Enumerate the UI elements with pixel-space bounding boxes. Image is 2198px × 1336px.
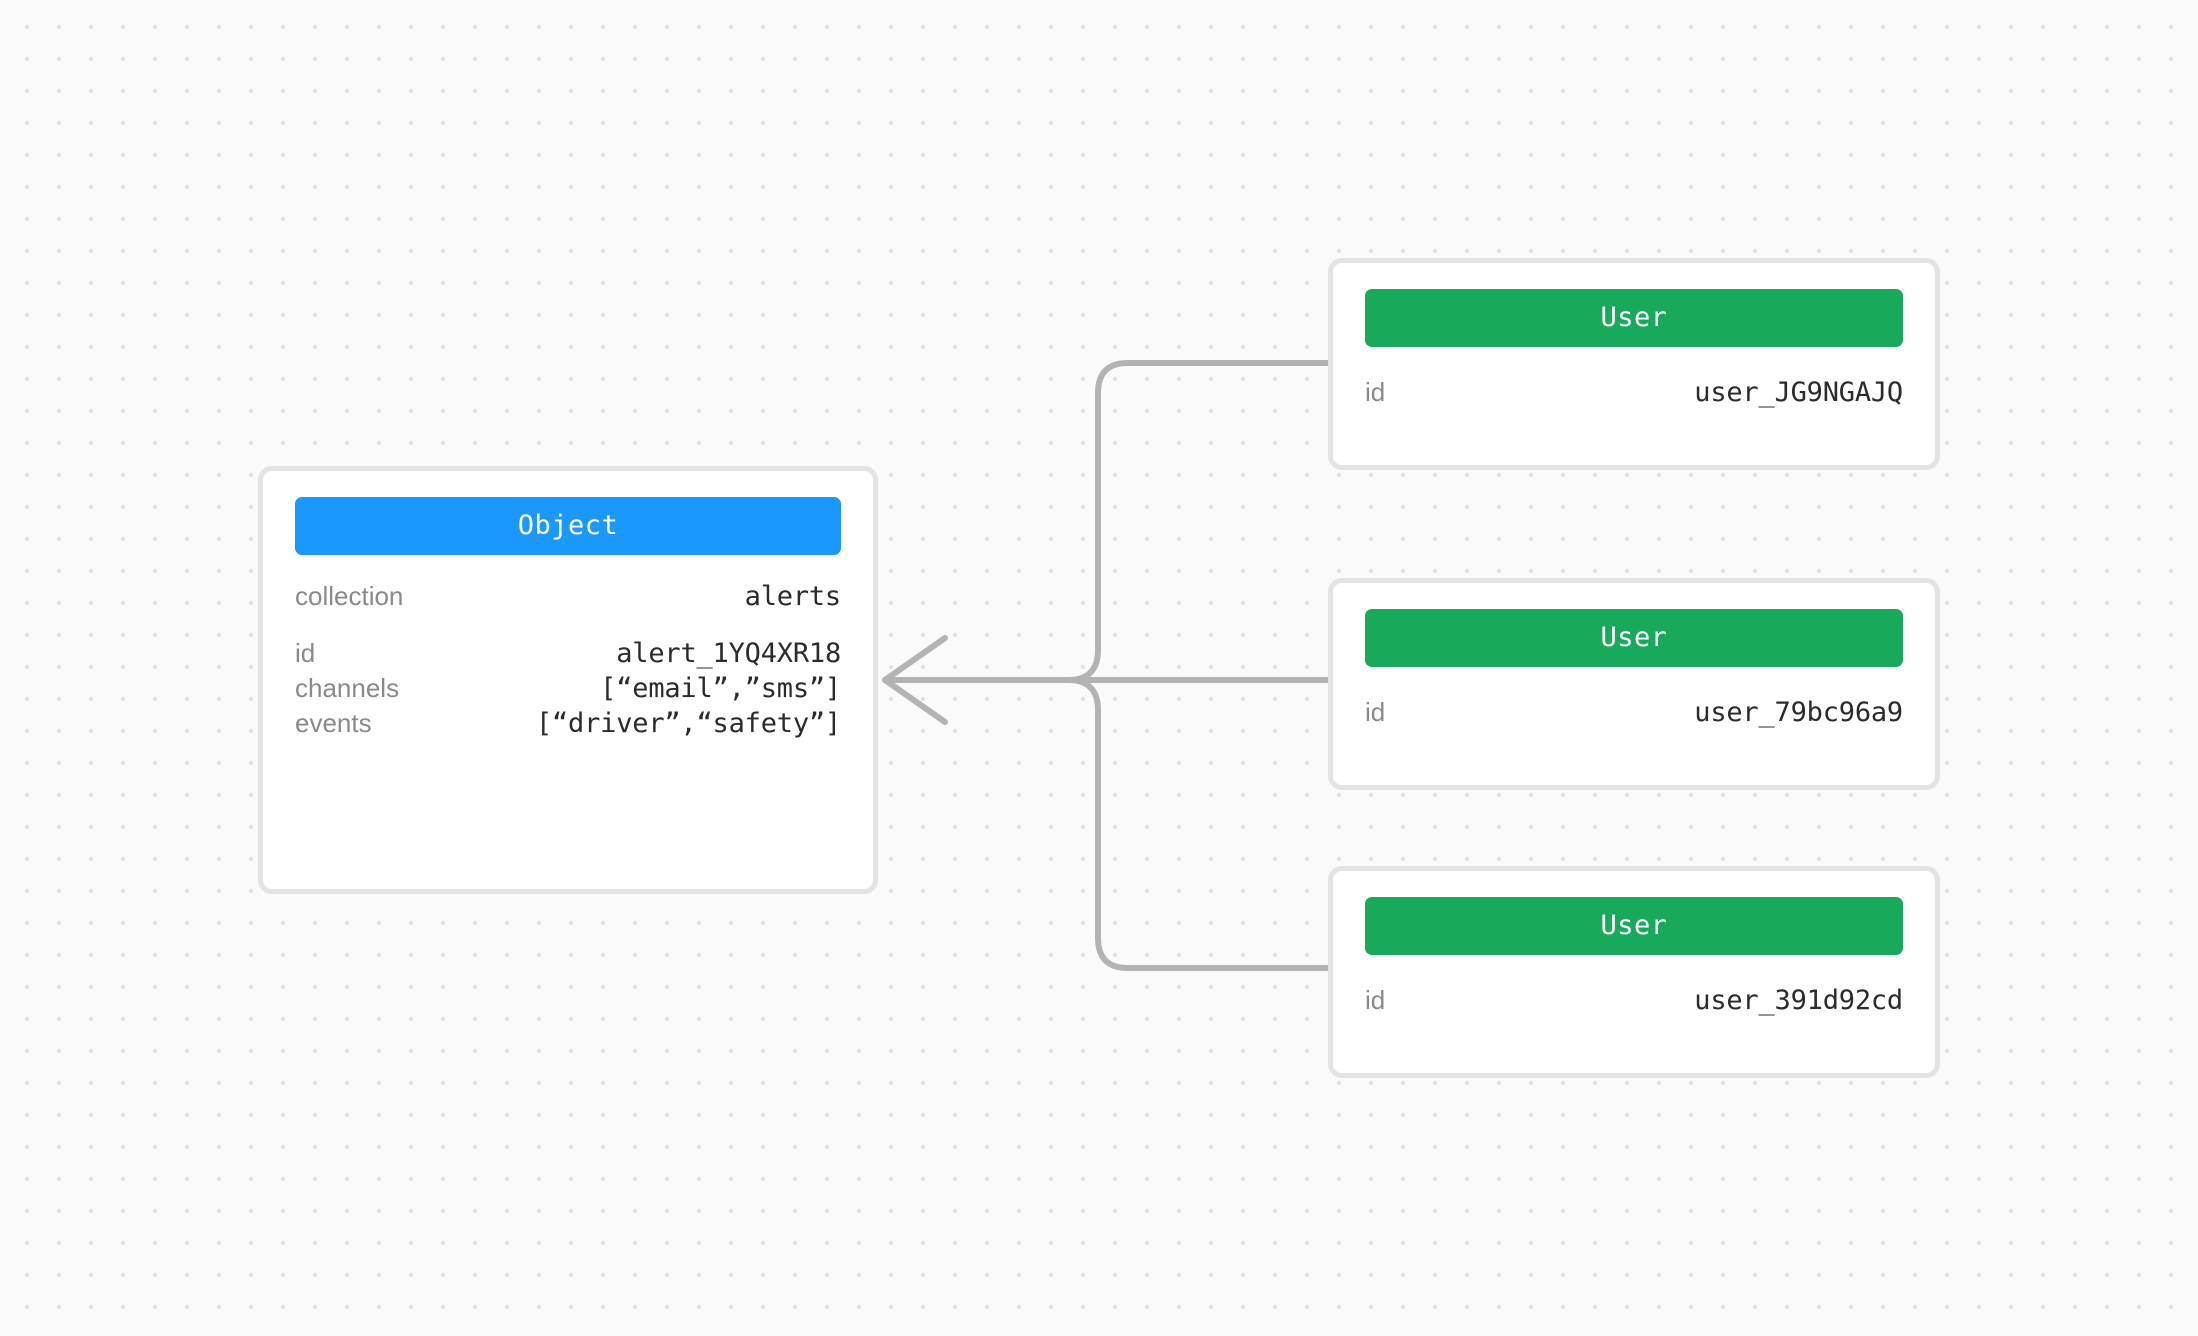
node-object[interactable]: Object collection alerts id alert_1YQ4XR… <box>258 466 878 894</box>
object-detail-fields: id alert_1YQ4XR18 channels [“email”,”sms… <box>295 638 841 739</box>
node-user-0-header: User <box>1365 289 1903 347</box>
field-value-channels: [“email”,”sms”] <box>600 673 841 704</box>
field-key-channels: channels <box>295 673 400 703</box>
field-row-id: id alert_1YQ4XR18 <box>295 638 841 669</box>
field-key-collection: collection <box>295 581 404 611</box>
field-key-id: id <box>295 638 316 668</box>
field-key-user-2-id: id <box>1365 985 1386 1015</box>
field-row-user-2-id: id user_391d92cd <box>1365 985 1903 1016</box>
user-0-fields: id user_JG9NGAJQ <box>1365 377 1903 408</box>
node-user-0[interactable]: User id user_JG9NGAJQ <box>1328 258 1940 470</box>
field-row-channels: channels [“email”,”sms”] <box>295 673 841 704</box>
field-row-collection: collection alerts <box>295 581 841 612</box>
user-2-fields: id user_391d92cd <box>1365 985 1903 1016</box>
field-row-events: events [“driver”,“safety”] <box>295 708 841 739</box>
node-user-2-header: User <box>1365 897 1903 955</box>
connector-user-0 <box>890 360 1333 683</box>
field-row-user-0-id: id user_JG9NGAJQ <box>1365 377 1903 408</box>
node-user-1-header: User <box>1365 609 1903 667</box>
node-user-1[interactable]: User id user_79bc96a9 <box>1328 578 1940 790</box>
field-value-collection: alerts <box>744 581 842 612</box>
field-key-user-1-id: id <box>1365 697 1386 727</box>
node-user-2[interactable]: User id user_391d92cd <box>1328 866 1940 1078</box>
field-value-events: [“driver”,“safety”] <box>535 708 841 739</box>
field-row-user-1-id: id user_79bc96a9 <box>1365 697 1903 728</box>
object-primary-fields: collection alerts <box>295 581 841 612</box>
connector-user-2 <box>890 677 1333 971</box>
field-value-user-0-id: user_JG9NGAJQ <box>1694 377 1903 408</box>
field-key-user-0-id: id <box>1365 377 1386 407</box>
user-1-fields: id user_79bc96a9 <box>1365 697 1903 728</box>
field-value-id: alert_1YQ4XR18 <box>616 638 841 669</box>
field-key-events: events <box>295 708 372 738</box>
field-value-user-1-id: user_79bc96a9 <box>1694 697 1903 728</box>
node-object-header: Object <box>295 497 841 555</box>
connector-arrowhead <box>882 635 948 725</box>
field-value-user-2-id: user_391d92cd <box>1694 985 1903 1016</box>
